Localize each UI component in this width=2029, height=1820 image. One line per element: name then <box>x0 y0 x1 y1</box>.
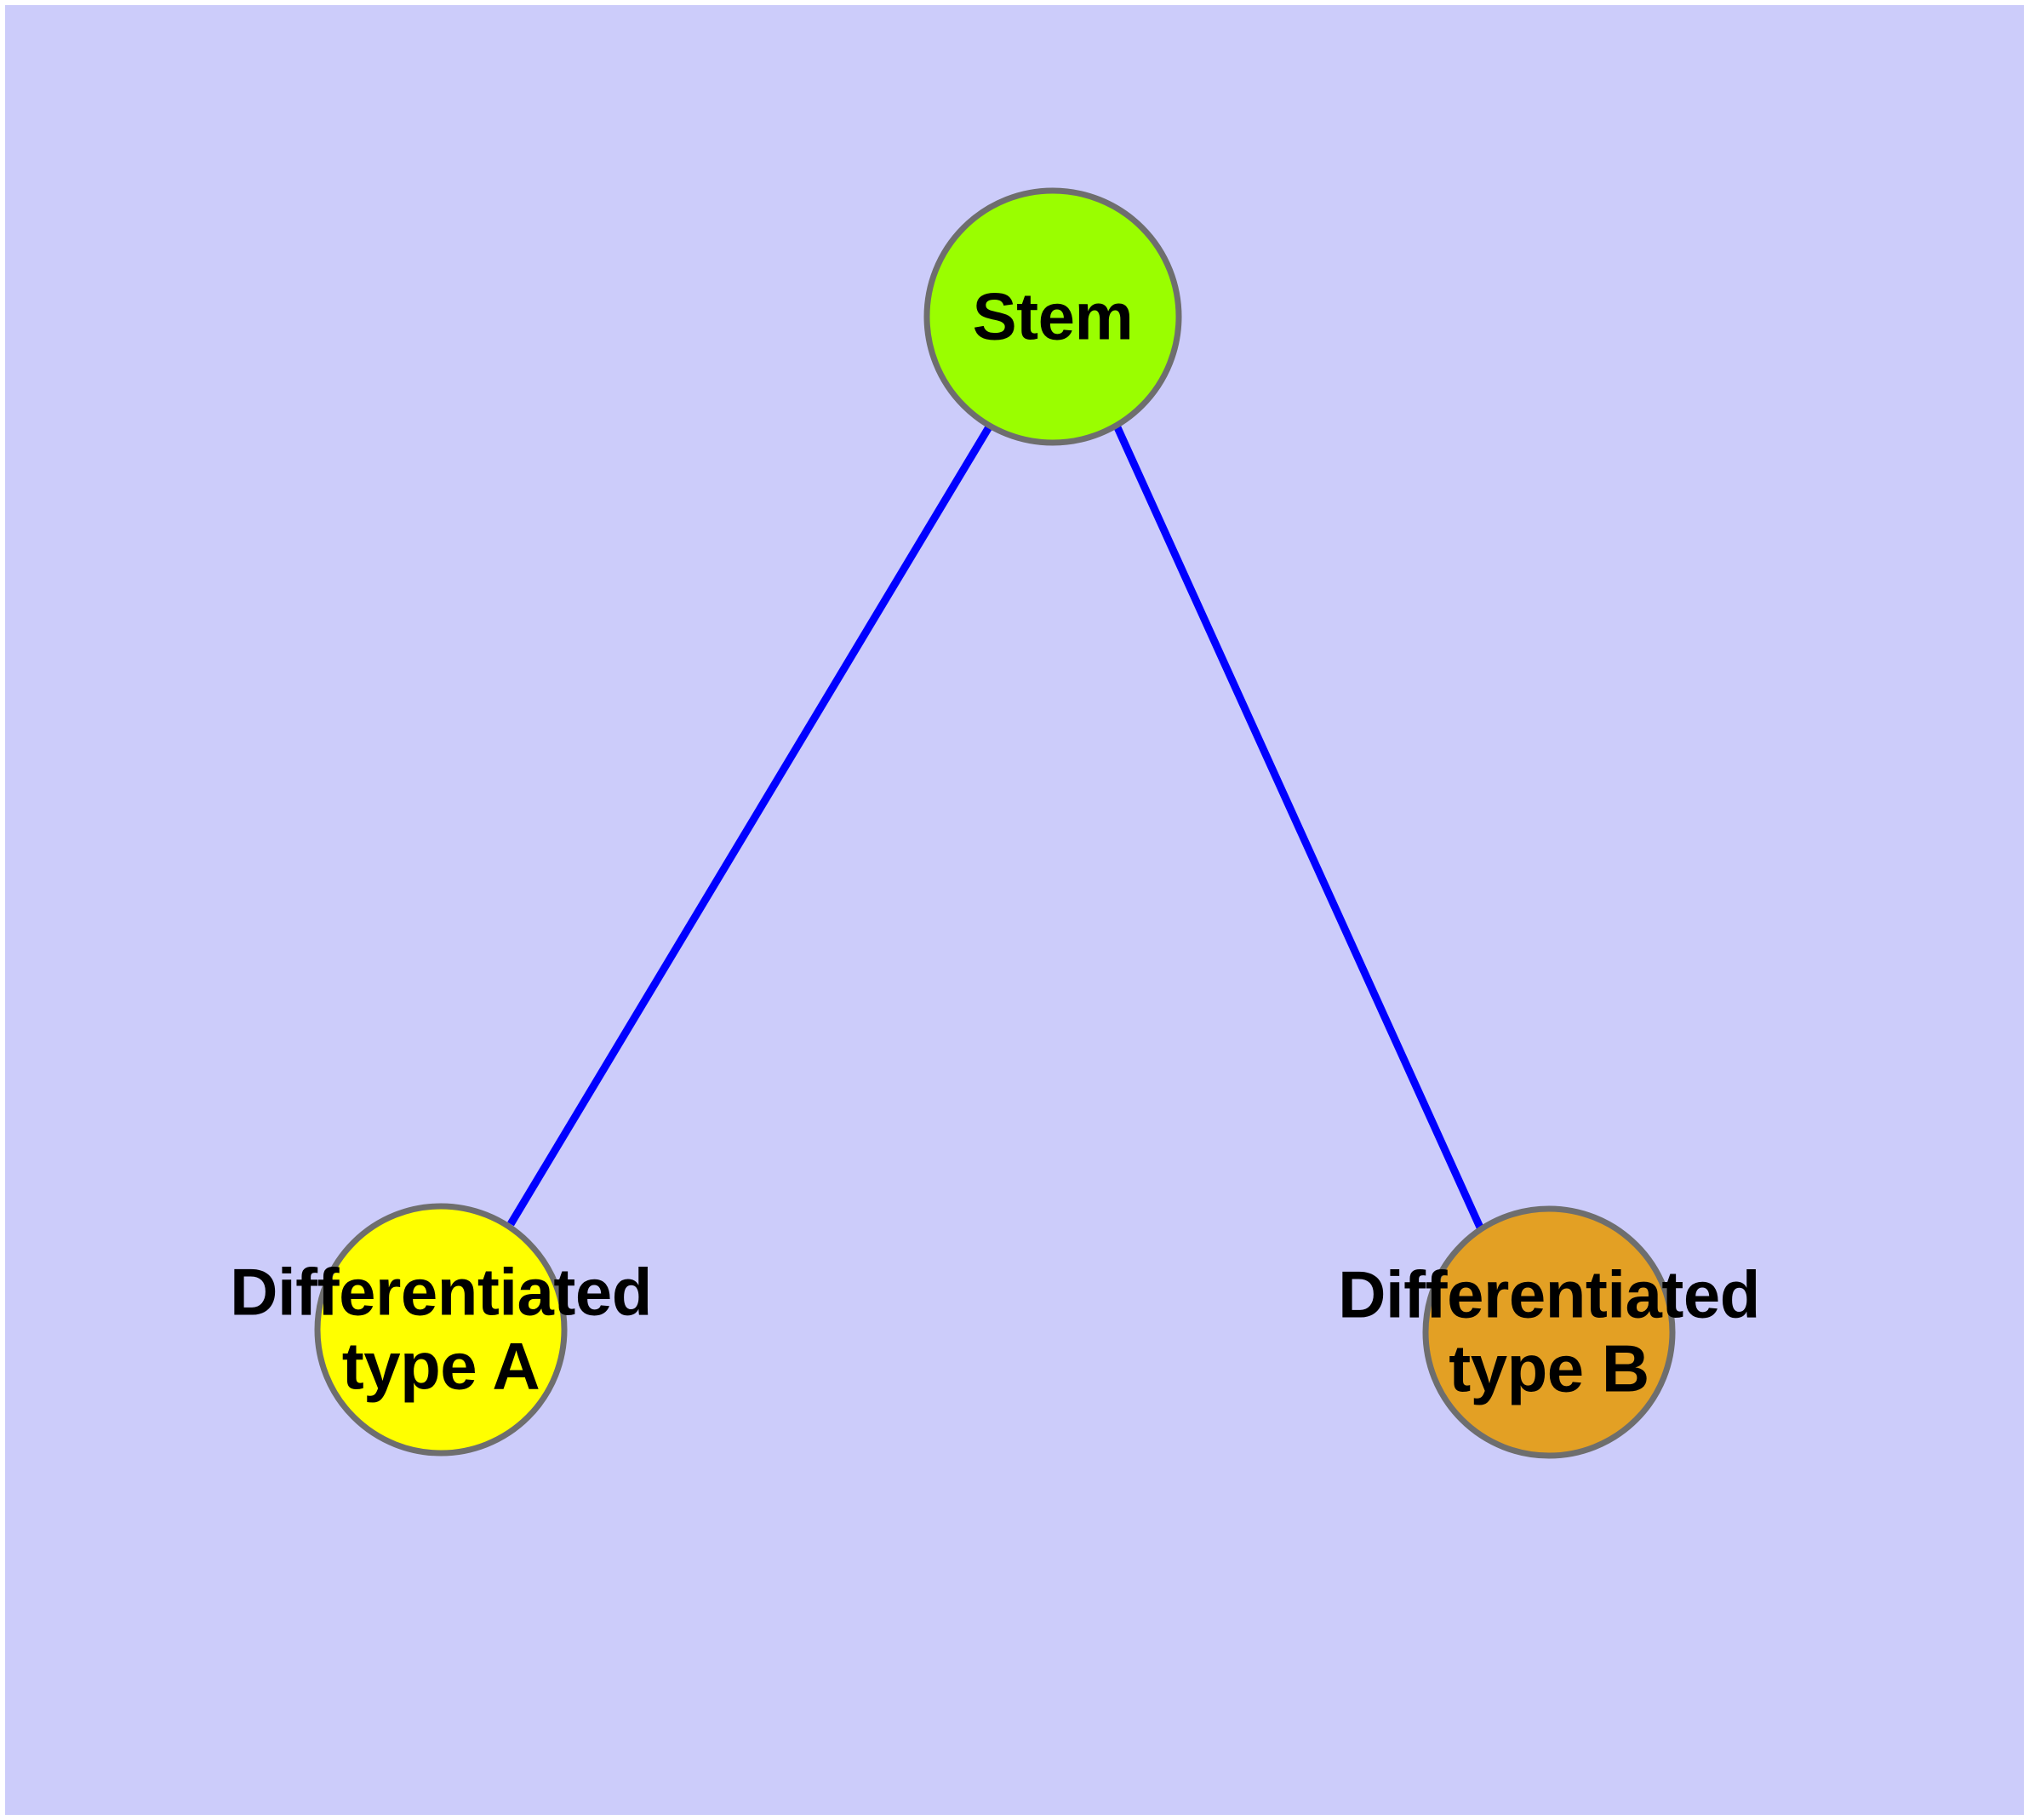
node-layer <box>314 187 1676 1459</box>
node-circle-differentiated-type-a[interactable] <box>314 1203 568 1457</box>
edge-stem-to-differentiated-type-b[interactable] <box>1112 424 1485 1231</box>
edge-stem-to-differentiated-type-a[interactable] <box>507 423 993 1227</box>
edge-layer <box>507 423 1485 1231</box>
node-circle-stem[interactable] <box>923 187 1182 446</box>
node-circle-differentiated-type-b[interactable] <box>1422 1205 1676 1459</box>
